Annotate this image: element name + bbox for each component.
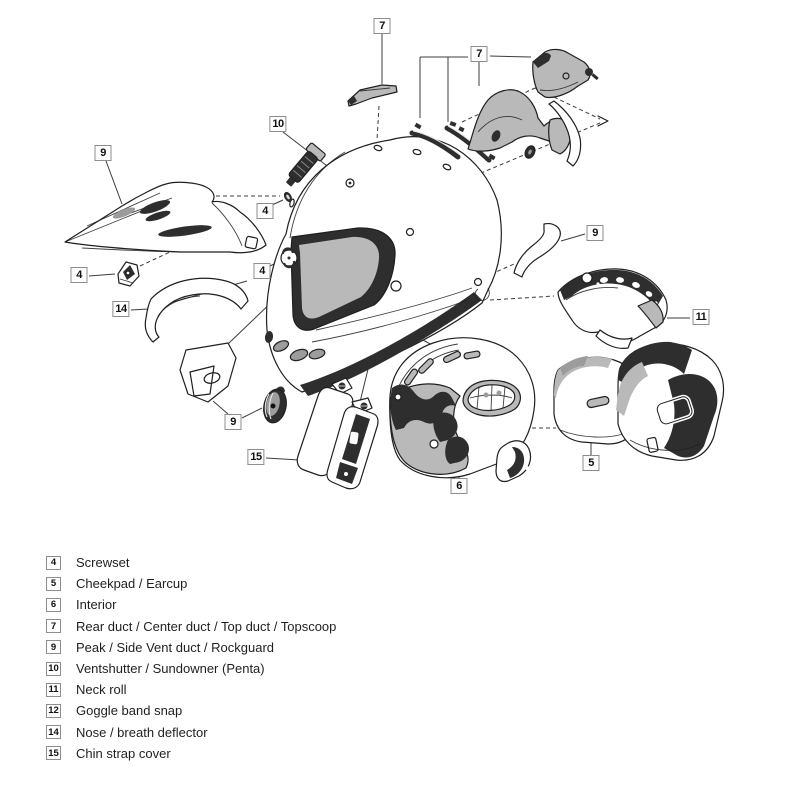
- interior-liner: [389, 337, 536, 483]
- legend-item-14: 14 Nose / breath deflector: [46, 722, 336, 743]
- duct-blade: [548, 100, 582, 167]
- legend-num-9: 9: [46, 640, 61, 655]
- legend-item-5: 5 Cheekpad / Earcup: [46, 573, 336, 594]
- legend-num-14: 14: [46, 725, 61, 740]
- ventshutter: [286, 142, 326, 187]
- legend-item-6: 6 Interior: [46, 594, 336, 615]
- rear-duct: [467, 89, 582, 167]
- screw-washer: [283, 191, 293, 203]
- legend-item-15: 15 Chin strap cover: [46, 743, 336, 764]
- cheekpad-right: [616, 341, 725, 461]
- legend-label-12: Goggle band snap: [76, 703, 183, 719]
- screw-clip: [117, 261, 140, 287]
- legend-num-4: 4: [46, 555, 61, 570]
- nose-deflector: [144, 277, 249, 343]
- topscoop: [532, 48, 599, 99]
- legend-label-11: Neck roll: [76, 682, 127, 698]
- legend-num-10: 10: [46, 661, 61, 676]
- callout-6-interior: 6: [450, 478, 468, 494]
- legend-label-6: Interior: [76, 597, 117, 613]
- callout-4-screwset: 4: [70, 267, 88, 283]
- callout-7-center-duct: 7: [373, 18, 391, 34]
- legend-item-12: 12 Goggle band snap: [46, 700, 336, 721]
- cheekpad-left: [553, 356, 639, 445]
- callout-7-rear-duct: 7: [470, 46, 488, 62]
- legend-item-7: 7 Rear duct / Center duct / Top duct / To…: [46, 616, 336, 637]
- rockguard: [179, 342, 237, 403]
- callout-9-peak: 9: [94, 145, 112, 161]
- legend-item-4: 4 Screwset: [46, 552, 336, 573]
- legend-num-7: 7: [46, 619, 61, 634]
- callout-11-neck-roll: 11: [692, 309, 710, 325]
- legend-num-15: 15: [46, 746, 61, 761]
- legend-num-12: 12: [46, 703, 61, 718]
- side-vent-disc: [263, 386, 287, 424]
- callout-10-ventshutter: 10: [269, 116, 287, 132]
- legend-label-9: Peak / Side Vent duct / Rockguard: [76, 639, 275, 655]
- legend-item-11: 11 Neck roll: [46, 679, 336, 700]
- callout-15-chin-strap: 15: [247, 449, 265, 465]
- callout-14-nose-deflector: 14: [112, 301, 130, 317]
- legend-label-4: Screwset: [76, 555, 130, 571]
- legend-num-5: 5: [46, 576, 61, 591]
- callout-9-side-vent-duct: 9: [586, 225, 604, 241]
- top-duct-strips: [409, 121, 496, 163]
- callout-4-washer: 4: [256, 203, 274, 219]
- legend-num-11: 11: [46, 682, 61, 697]
- legend-label-15: Chin strap cover: [76, 745, 171, 761]
- callout-9-rockguard: 9: [224, 414, 242, 430]
- center-duct: [347, 84, 398, 107]
- legend-label-5: Cheekpad / Earcup: [76, 576, 188, 592]
- helmet-shell: [264, 136, 502, 396]
- legend-num-6: 6: [46, 597, 61, 612]
- neck-roll: [557, 268, 668, 349]
- parts-legend: 4 Screwset 5 Cheekpad / Earcup 6 Interior 7 Rea…: [46, 552, 336, 764]
- legend-item-10: 10 Ventshutter / Sundowner (Penta): [46, 658, 336, 679]
- legend-label-10: Ventshutter / Sundowner (Penta): [76, 661, 265, 677]
- snap-disc: [280, 247, 298, 269]
- dashed-lines: [139, 87, 609, 429]
- callout-4-snap: 4: [253, 263, 271, 279]
- chin-strap-covers: [296, 377, 379, 490]
- callout-5-cheekpad: 5: [582, 455, 600, 471]
- legend-item-9: 9 Peak / Side Vent duct / Rockguard: [46, 637, 336, 658]
- peak-visor: [64, 181, 267, 254]
- legend-label-14: Nose / breath deflector: [76, 724, 208, 740]
- legend-label-7: Rear duct / Center duct / Top duct / Top…: [76, 618, 337, 634]
- side-vent-duct: [513, 223, 561, 278]
